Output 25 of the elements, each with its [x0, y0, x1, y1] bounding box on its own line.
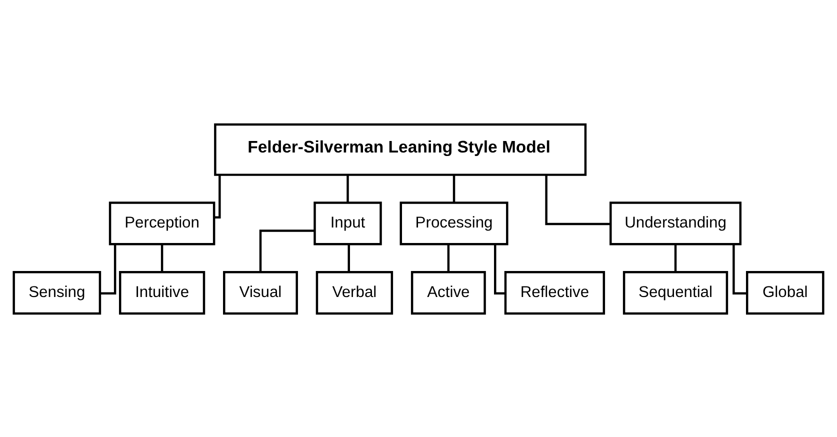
connector — [259, 229, 314, 272]
node-box: Sensing — [12, 270, 102, 314]
node-box: Understanding — [610, 201, 742, 245]
connector — [674, 244, 677, 272]
node-box: Input — [314, 201, 382, 245]
node-box: Felder-Silverman Leaning Style Model — [214, 122, 587, 176]
connector — [348, 244, 350, 272]
node-box: Perception — [108, 201, 216, 245]
node-box: Reflective — [504, 270, 606, 314]
connector — [100, 244, 116, 294]
connector — [214, 174, 221, 218]
node-box: Verbal — [316, 270, 394, 314]
connector — [545, 174, 611, 225]
node-box: Active — [410, 270, 486, 314]
connector — [732, 244, 747, 294]
node-box: Processing — [400, 201, 508, 245]
node-box: Global — [746, 270, 824, 314]
node-box: Intuitive — [118, 270, 206, 314]
node-box: Visual — [223, 270, 298, 314]
connector — [452, 174, 456, 202]
connector — [160, 244, 164, 272]
connector — [447, 244, 450, 272]
connector — [494, 244, 505, 294]
connector — [346, 174, 349, 202]
node-box: Sequential — [622, 270, 728, 314]
